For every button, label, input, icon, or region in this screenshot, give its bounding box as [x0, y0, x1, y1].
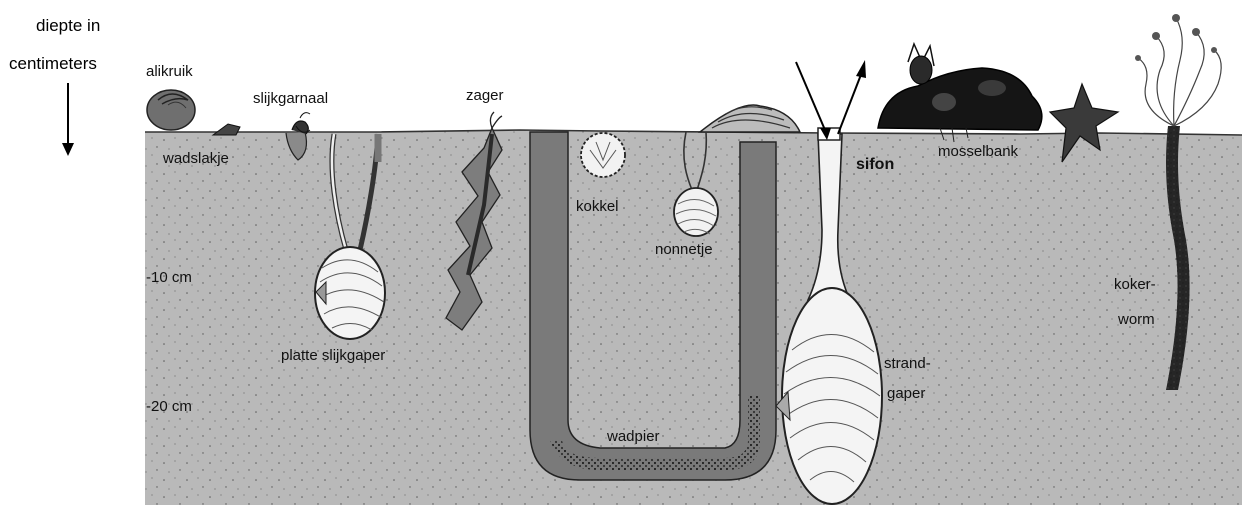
- depth-arrow: [62, 83, 74, 156]
- label-kokerworm-line2: worm: [1118, 311, 1155, 329]
- label-kokerworm-line1: koker-: [1114, 276, 1156, 294]
- alikruik-shell: [147, 90, 195, 130]
- axis-title-line1: diepte in: [36, 17, 100, 35]
- axis-title-line2: centimeters: [9, 55, 97, 73]
- label-wadslakje: wadslakje: [163, 150, 229, 168]
- label-alikruik: alikruik: [146, 63, 193, 81]
- label-nonnetje: nonnetje: [655, 241, 713, 259]
- kokkel-shell: [581, 133, 625, 177]
- mosselbank-cluster: [878, 44, 1042, 142]
- label-slijkgarnaal: slijkgarnaal: [253, 90, 328, 108]
- depth-tick-10: -10 cm: [146, 269, 192, 287]
- label-zager: zager: [466, 87, 504, 105]
- label-wadpier: wadpier: [607, 428, 660, 446]
- label-sifon: sifon: [856, 156, 894, 174]
- label-kokkel: kokkel: [576, 198, 619, 216]
- label-strandgaper-line2: gaper: [887, 385, 925, 403]
- siphon-arrows: [796, 60, 866, 140]
- label-mosselbank: mosselbank: [938, 143, 1018, 161]
- label-strandgaper-line1: strand-: [884, 355, 931, 373]
- depth-tick-20: -20 cm: [146, 398, 192, 416]
- label-platte-slijkgaper: platte slijkgaper: [281, 347, 385, 365]
- wadslakje-snail: [213, 124, 240, 135]
